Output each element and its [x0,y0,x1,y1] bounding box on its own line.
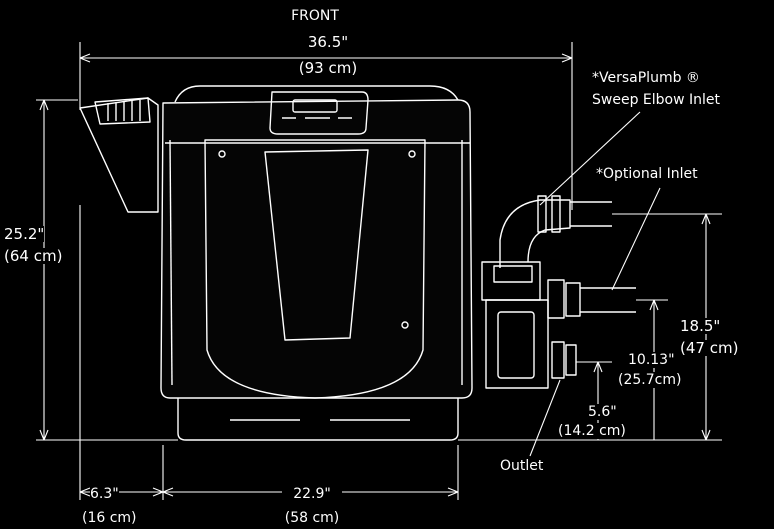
optional-inlet-callout: *Optional Inlet [596,166,698,182]
optional-inlet-height-cm-label: (25.7cm) [618,372,682,388]
optional-inlet-fitting [547,279,581,319]
leader-optional-inlet [611,187,661,291]
manifold-cover [497,311,535,379]
control-panel [269,91,369,135]
door-screw-left [218,150,226,158]
width-cm-label: (93 cm) [298,59,358,77]
front-door-window [264,149,369,341]
outlet-height-in-label: 5.6" [588,404,617,420]
leader-outlet [529,379,561,457]
header-union [493,265,533,283]
cabinet-inner-left [169,139,173,386]
dim-width-arrows [79,53,573,63]
outlet-callout: Outlet [500,458,544,474]
versaplumb-callout-line2: Sweep Elbow Inlet [592,92,720,108]
dim-outlet-arrows [593,361,603,373]
dim-width-line [79,42,573,210]
dim-height-arrows [39,99,49,441]
left-offset-in-label: 6.3" [90,486,119,502]
door-screw-right [408,150,416,158]
vent-grille-lines [107,100,141,121]
dim-base-arrows [79,487,459,497]
elbow-collar [537,195,561,233]
elbow-pipe [570,201,612,227]
leader-versaplumb [539,111,641,206]
manifold-body [485,299,549,389]
heater-cabinet-outline [160,99,473,399]
front-door-panel [204,139,426,399]
vent-hood [79,97,159,213]
base-width-in-label: 22.9" [282,486,342,502]
dim-left-offset-line [79,205,163,500]
outlet-height-cm-label: (14.2 cm) [558,423,626,439]
vent-grille [94,97,151,125]
height-cm-label: (64 cm) [4,247,63,265]
inlet-height-in-label: 18.5" [680,317,721,335]
dim-optional-arrows [649,299,659,311]
cabinet-top-edge [174,85,459,103]
inlet-height-cm-label: (47 cm) [680,339,739,357]
height-in-label: 25.2" [4,225,45,243]
sweep-elbow [499,199,571,268]
width-in-label: 36.5" [307,33,349,51]
heater-base [177,398,459,441]
dim-inlet-arrows [701,213,711,441]
dim-optional-inlet-line [636,299,668,440]
optional-inlet-height-in-label: 10.13" [628,352,675,368]
control-display [292,99,338,113]
versaplumb-callout-line1: *VersaPlumb ® [592,70,700,86]
dim-height-line [36,99,178,441]
left-offset-cm-label: (16 cm) [82,510,137,526]
outlet-fitting [551,341,577,379]
door-screw-bottom [401,321,409,329]
title-front: FRONT [291,8,339,24]
base-width-cm-label: (58 cm) [284,510,340,526]
optional-inlet-pipe [580,287,636,313]
